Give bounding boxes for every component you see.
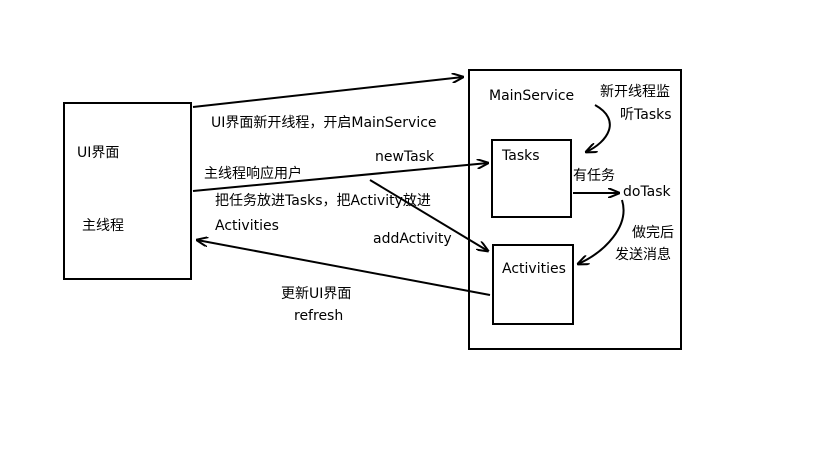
new-task-label-line3: Activities xyxy=(215,218,279,234)
start-service-label: UI界面新开线程，开启MainService xyxy=(211,115,437,131)
tasks-box xyxy=(491,139,572,218)
has-task-label: 有任务 xyxy=(573,168,615,184)
activities-label: Activities xyxy=(502,261,566,277)
main-service-box xyxy=(468,69,682,350)
monitor-label-line1: 新开线程监 xyxy=(600,84,670,100)
monitor-label-line2: 听Tasks xyxy=(620,107,672,123)
do-task-label: doTask xyxy=(623,184,672,200)
monitor-tasks-arrow xyxy=(586,104,611,152)
refresh-label-line1: 更新UI界面 xyxy=(281,286,351,302)
tasks-label: Tasks xyxy=(501,148,540,164)
start-service-arrow xyxy=(192,77,463,108)
ui-thread-box xyxy=(63,102,192,280)
ui-thread-label-top: UI界面 xyxy=(77,145,119,161)
add-activity-method-label: addActivity xyxy=(373,231,452,247)
notify-label-line1: 做完后 xyxy=(632,225,674,241)
new-task-arrow xyxy=(192,163,488,192)
main-service-label: MainService xyxy=(489,88,574,104)
refresh-arrow xyxy=(197,240,491,296)
refresh-label-line2: refresh xyxy=(294,308,343,324)
new-task-method-label: newTask xyxy=(375,149,435,165)
new-task-label-line1: 主线程响应用户 xyxy=(204,165,302,182)
notify-label-line2: 发送消息 xyxy=(615,246,671,263)
notify-arrow xyxy=(578,199,625,264)
activities-box xyxy=(492,244,574,325)
ui-thread-label-bottom: 主线程 xyxy=(82,218,124,234)
add-activity-arrow xyxy=(369,179,488,251)
new-task-label-line2: 把任务放进Tasks，把Activity放进 xyxy=(215,193,431,209)
